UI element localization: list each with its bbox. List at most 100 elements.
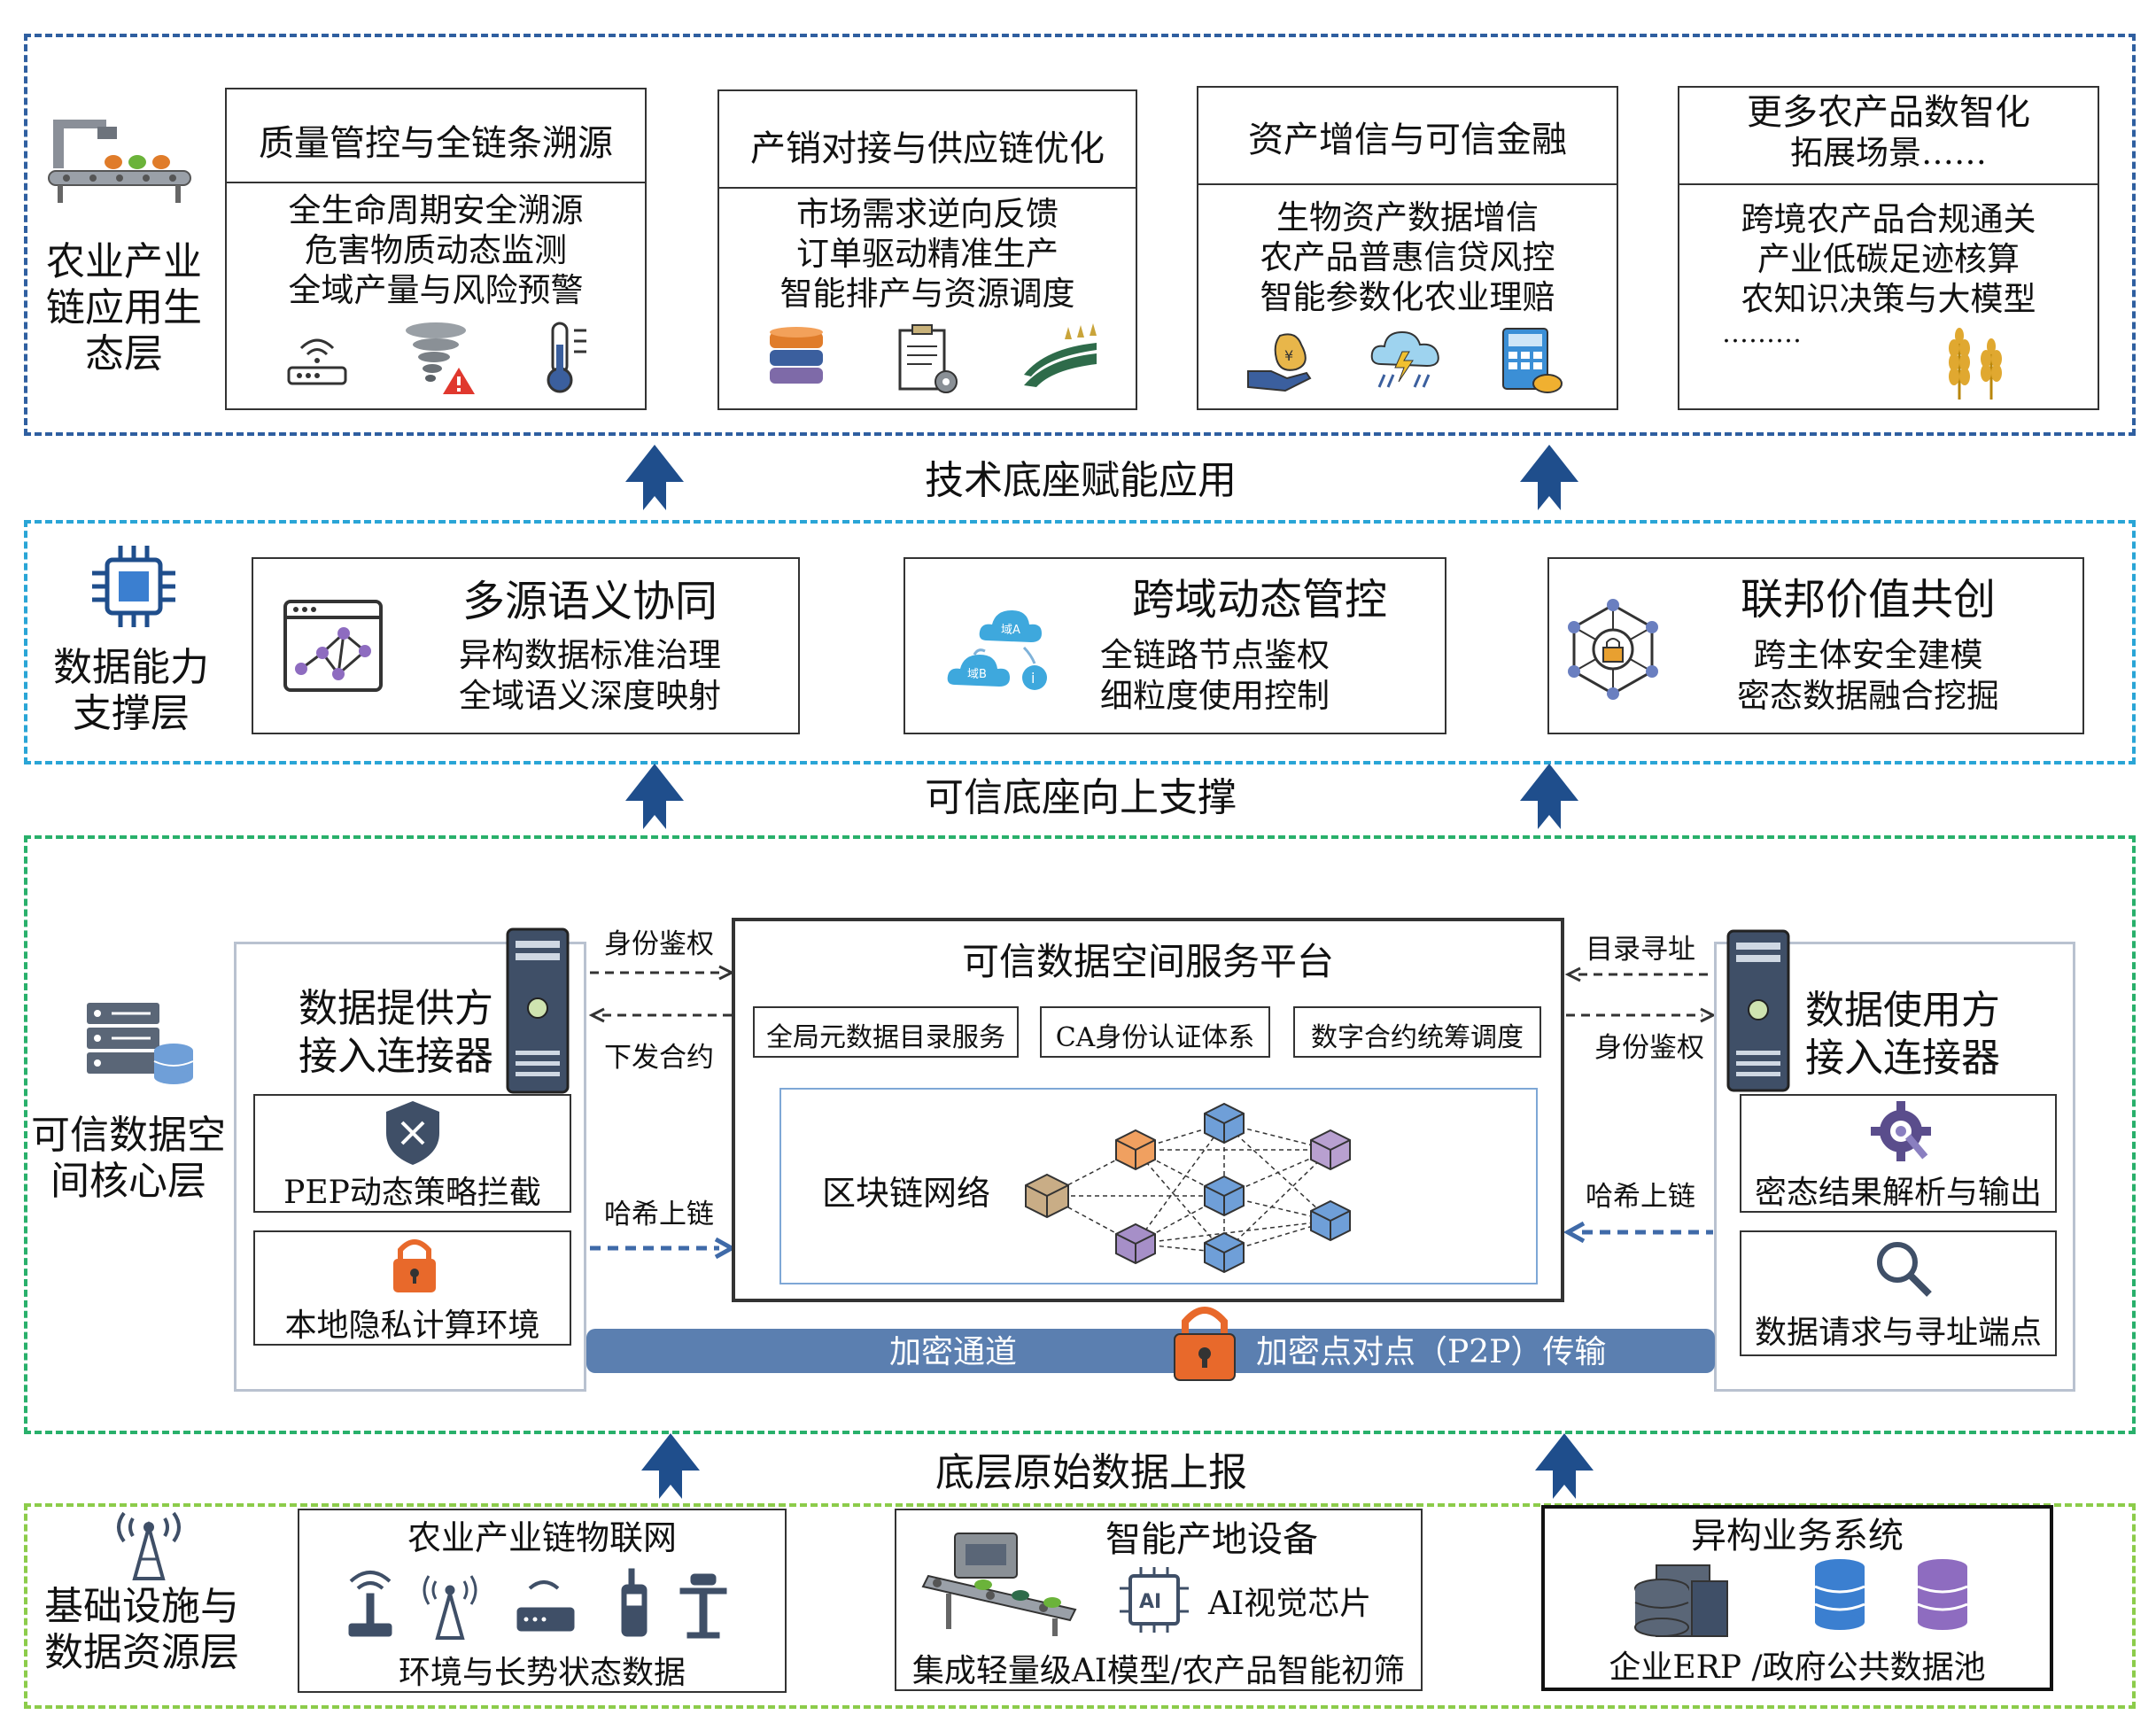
provider-connector-panel: 数据提供方 接入连接器 bbox=[234, 942, 586, 1392]
iot-device-icons bbox=[348, 1568, 727, 1640]
app-box-title: 产销对接与供应链优化 bbox=[750, 128, 1105, 169]
infra-box-title: 异构业务系统 bbox=[1691, 1516, 1904, 1556]
infrastructure-layer-label: 基础设施与数据资源层 bbox=[44, 1584, 239, 1675]
right-auth-label: 身份鉴权 bbox=[1594, 1032, 1704, 1064]
svg-text:¥: ¥ bbox=[1284, 347, 1293, 364]
cap-box-line: 细粒度使用控制 bbox=[1100, 677, 1330, 715]
app-box-line: 产业低碳足迹核算 bbox=[1757, 240, 2020, 278]
up-arrow-icon bbox=[625, 445, 684, 510]
database-blue-icon bbox=[1814, 1559, 1865, 1630]
cap-box-line: 密态数据融合挖掘 bbox=[1737, 677, 1999, 715]
app-box-line: 智能排产与资源调度 bbox=[779, 275, 1075, 313]
core-layer-frame bbox=[24, 835, 2136, 1434]
infra-box-iot: 农业产业链物联网 环境与长势状态数据 bbox=[298, 1509, 787, 1693]
app-box-finance: 资产增信与可信金融 生物资产数据增信 农产品普惠信贷风控 智能参数化农业理赔 ¥ bbox=[1197, 86, 1618, 410]
cap-box-line: 异构数据标准治理 bbox=[459, 636, 721, 674]
cap-box-line: 全链路节点鉴权 bbox=[1100, 636, 1330, 674]
local-compute-box: 本地隐私计算环境 bbox=[253, 1230, 571, 1346]
app-box-title: 资产增信与可信金融 bbox=[1248, 120, 1567, 160]
up-arrow-icon bbox=[1535, 1433, 1594, 1499]
infra-box-caption: 企业ERP /政府公共数据池 bbox=[1609, 1649, 1986, 1686]
infra-box-devices: 智能产地设备 AI AI视觉芯片 集成轻量级AI模型/农产品智能初筛 bbox=[895, 1509, 1423, 1691]
app-box-title: 质量管控与全链条溯源 bbox=[259, 123, 613, 164]
app-box-quality: 质量管控与全链条溯源 全生命周期安全溯源 危害物质动态监测 全域产量与风险预警 bbox=[225, 88, 647, 410]
capability-layer-frame bbox=[24, 520, 2136, 764]
dashed-arrow-left bbox=[588, 1007, 733, 1023]
money-hand-icon: ¥ bbox=[1247, 333, 1312, 392]
right-catalog-label: 目录寻址 bbox=[1586, 934, 1695, 966]
provider-title: 数据提供方 bbox=[299, 986, 493, 1031]
federated-lock-network-icon bbox=[1568, 599, 1658, 700]
app-box-title: 拓展场景…… bbox=[1790, 134, 1987, 172]
flow-label-trust: 可信底座向上支撑 bbox=[925, 775, 1237, 820]
consumer-connector-panel: 数据使用方 接入连接器 bbox=[1714, 942, 2075, 1392]
shield-close-icon bbox=[386, 1101, 439, 1165]
consumer-title: 数据使用方 bbox=[1805, 988, 2000, 1033]
flow-label-tech: 技术底座赋能应用 bbox=[925, 458, 1237, 503]
trusted-platform: 可信数据空间服务平台 全局元数据目录服务 CA身份认证体系 数字合约统筹调度 区… bbox=[732, 918, 1564, 1302]
app-box-more: 更多农产品数智化 拓展场景…… 跨境农产品合规通关 产业低碳足迹核算 农知识决策… bbox=[1678, 86, 2099, 410]
radio-tower-icon bbox=[117, 1511, 181, 1580]
cap-box-line: 全域语义深度映射 bbox=[459, 677, 721, 715]
platform-title: 可信数据空间服务平台 bbox=[961, 940, 1334, 983]
cpu-chip-icon bbox=[92, 546, 175, 627]
flow-label-raw: 底层原始数据上报 bbox=[935, 1450, 1247, 1495]
blockchain-label: 区块链网络 bbox=[822, 1174, 991, 1213]
cap-box-federated: 联邦价值共创 跨主体安全建模 密态数据融合挖掘 bbox=[1547, 557, 2084, 734]
lock-icon bbox=[393, 1239, 436, 1292]
sorting-machine-icon bbox=[921, 1533, 1077, 1636]
domain-a-label: 域A bbox=[1001, 624, 1020, 637]
up-arrow-icon bbox=[1520, 764, 1578, 829]
farm-field-icon bbox=[1024, 323, 1097, 387]
wifi-router-icon bbox=[287, 338, 347, 385]
storm-cloud-icon bbox=[1370, 330, 1439, 388]
document-gear-icon bbox=[898, 324, 958, 393]
application-layer-frame bbox=[24, 34, 2136, 436]
channel-label-right: 加密点对点（P2P）传输 bbox=[1256, 1334, 1607, 1370]
service-ca: CA身份认证体系 bbox=[1040, 1006, 1270, 1058]
app-box-line: 农产品普惠信贷风控 bbox=[1260, 238, 1555, 276]
infra-box-caption: 集成轻量级AI模型/农产品智能初筛 bbox=[911, 1653, 1406, 1689]
app-box-line: ……… bbox=[1722, 318, 1802, 349]
left-hash-label: 哈希上链 bbox=[604, 1199, 714, 1230]
app-box-line: 智能参数化农业理赔 bbox=[1260, 278, 1555, 316]
app-box-line: 订单驱动精准生产 bbox=[796, 235, 1059, 273]
application-layer-label: 农业产业链应用生态层 bbox=[46, 239, 202, 376]
network-graph-window-icon bbox=[283, 600, 383, 692]
infra-box-caption: 环境与长势状态数据 bbox=[398, 1655, 686, 1691]
app-box-line: 农知识决策与大模型 bbox=[1741, 280, 2036, 318]
service-catalog: 全局元数据目录服务 bbox=[753, 1006, 1019, 1058]
database-purple-icon bbox=[1917, 1559, 1968, 1630]
consumer-title: 接入连接器 bbox=[1805, 1036, 2000, 1081]
ai-chip-label: AI视觉芯片 bbox=[1208, 1586, 1372, 1622]
infra-box-systems: 异构业务系统 企业ERP /政府公共数据池 bbox=[1541, 1505, 2053, 1691]
app-box-line: 生物资产数据增信 bbox=[1276, 198, 1539, 237]
result-parse-box: 密态结果解析与输出 bbox=[1740, 1094, 2057, 1213]
left-auth-label: 身份鉴权 bbox=[604, 928, 714, 960]
channel-label-left: 加密通道 bbox=[889, 1334, 1018, 1370]
hash-arrow-right bbox=[590, 1237, 735, 1260]
provider-title: 接入连接器 bbox=[299, 1034, 493, 1079]
svg-text:i: i bbox=[1031, 670, 1035, 687]
pep-label: PEP动态策略拦截 bbox=[283, 1175, 541, 1211]
cap-box-line: 跨主体安全建模 bbox=[1753, 636, 1983, 674]
dashed-arrow-right bbox=[590, 965, 735, 981]
search-icon bbox=[1877, 1242, 1932, 1297]
cap-box-semantic: 多源语义协同 异构数据标准治理 全域语义深度映射 bbox=[252, 557, 800, 734]
request-endpoint-label: 数据请求与寻址端点 bbox=[1754, 1315, 2042, 1351]
hash-arrow-left bbox=[1564, 1221, 1713, 1244]
request-endpoint-box: 数据请求与寻址端点 bbox=[1740, 1230, 2057, 1356]
cap-box-cross-domain: 域A 域B i 跨域动态管控 全链路节点鉴权 细粒度使用控制 bbox=[904, 557, 1446, 734]
calculator-icon bbox=[1502, 328, 1563, 393]
ai-chip-icon: AI bbox=[1120, 1567, 1189, 1633]
core-layer-label: 可信数据空间核心层 bbox=[31, 1113, 226, 1204]
service-contract: 数字合约统筹调度 bbox=[1293, 1006, 1541, 1058]
up-arrow-icon bbox=[641, 1433, 700, 1499]
provider-server-icon bbox=[506, 927, 570, 1094]
server-database-icon bbox=[87, 1003, 194, 1084]
domain-clouds-icon: 域A 域B i bbox=[947, 610, 1047, 690]
database-icon bbox=[770, 327, 823, 384]
cap-box-title: 联邦价值共创 bbox=[1740, 575, 1996, 625]
app-box-title: 更多农产品数智化 bbox=[1747, 92, 2030, 133]
encrypted-channel-bar bbox=[586, 1329, 1715, 1373]
